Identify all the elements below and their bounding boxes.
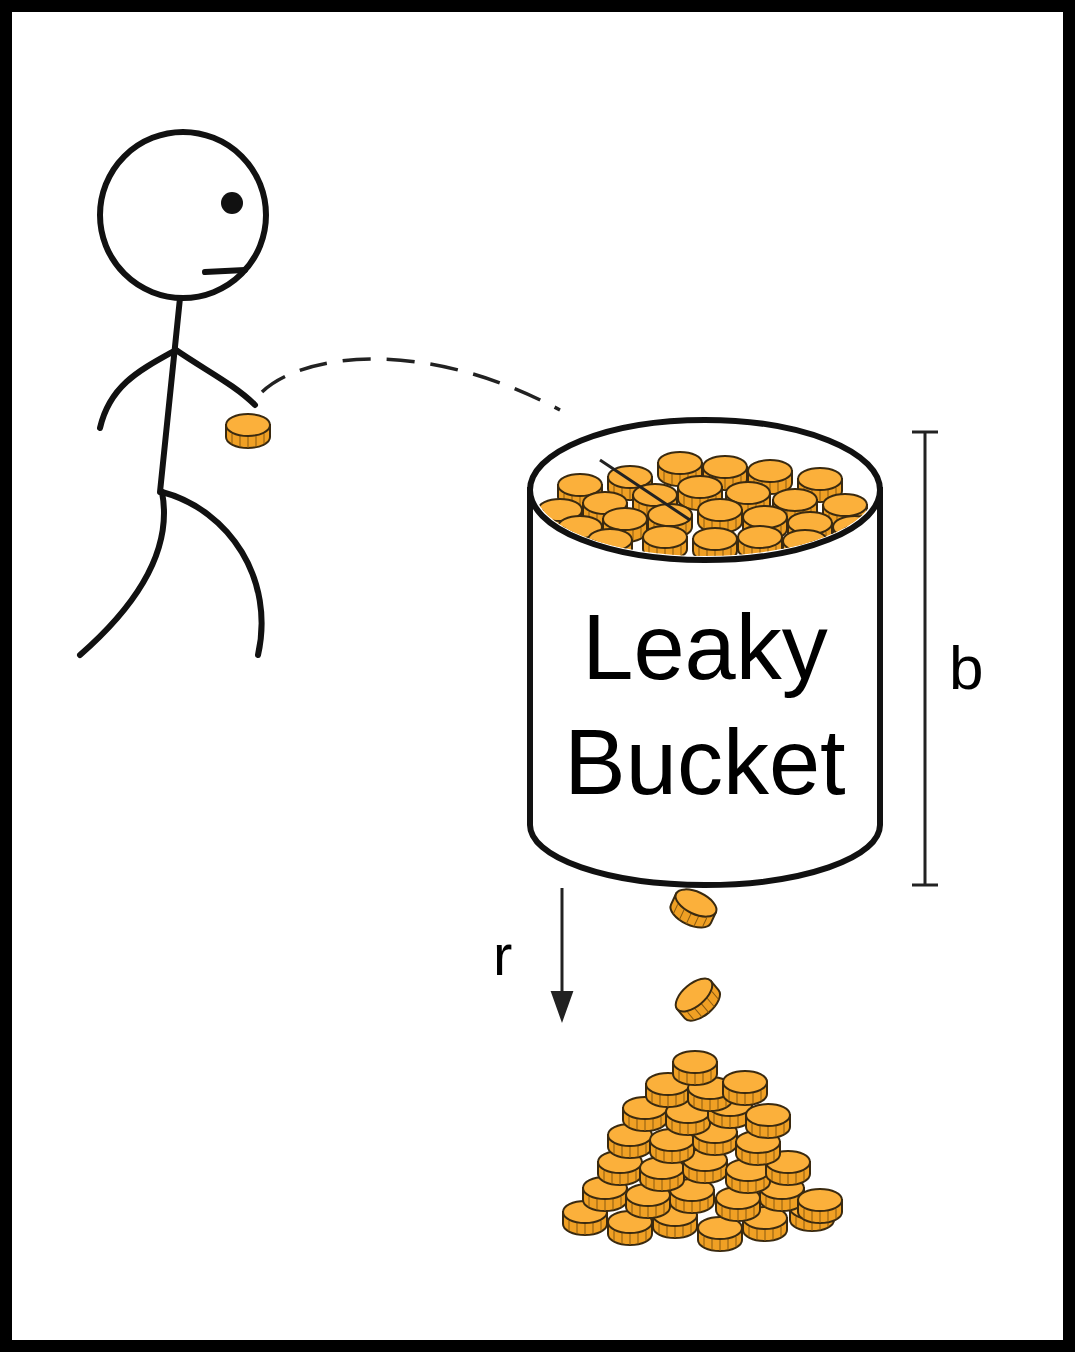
bucket-label: Leaky Bucket (530, 590, 880, 820)
bucket-node: Leaky Bucket (520, 415, 890, 895)
coin (666, 884, 720, 933)
bucket-coins (538, 452, 877, 564)
coin (226, 414, 270, 448)
eye (221, 192, 243, 214)
rate-label: r (493, 926, 512, 984)
frame (6, 6, 1069, 1346)
dimension-bracket (912, 432, 938, 885)
rate-arrow (552, 888, 572, 1020)
coin (670, 972, 726, 1026)
coin-pile (563, 1051, 842, 1251)
toss-path (262, 359, 560, 410)
stick-figure (80, 132, 266, 655)
dimension-label: b (949, 637, 983, 699)
